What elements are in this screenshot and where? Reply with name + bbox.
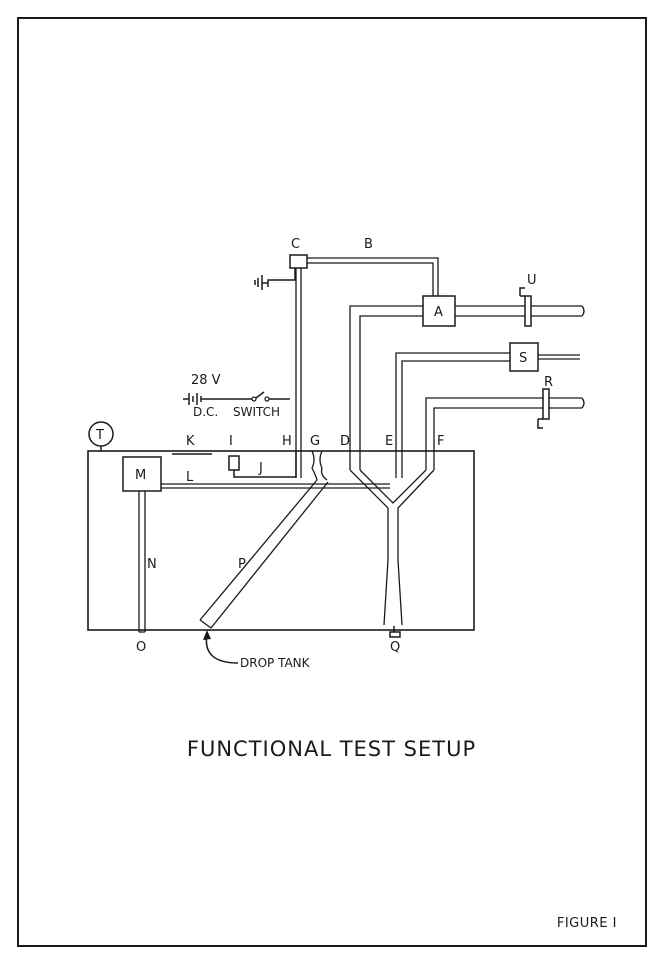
pipe-e — [395, 352, 510, 478]
drop-tank-leader — [205, 633, 239, 664]
label-c: C — [291, 237, 300, 252]
pipe-a-u — [455, 305, 582, 317]
label-i: I — [229, 434, 233, 449]
label-u: U — [527, 273, 537, 288]
ground-symbol — [254, 275, 263, 290]
figure-label: FIGURE I — [556, 916, 617, 931]
pipe-d — [349, 305, 423, 470]
line-l — [161, 483, 390, 489]
pipe-g — [311, 450, 328, 481]
drop-tank-outline — [87, 450, 475, 631]
label-s: S — [519, 351, 527, 366]
label-h: H — [282, 434, 292, 449]
label-e: E — [385, 434, 393, 449]
label-l: L — [186, 470, 194, 485]
label-t: T — [95, 428, 104, 443]
component-c — [289, 254, 308, 269]
label-q: Q — [390, 640, 400, 655]
pipe-s-out — [538, 354, 580, 360]
component-a — [422, 295, 456, 327]
float-switch-i — [228, 455, 240, 471]
label-n: N — [147, 557, 157, 572]
label-m: M — [135, 468, 146, 483]
c-ground-wire — [267, 268, 296, 287]
switch-blade — [255, 391, 265, 399]
component-s — [509, 342, 539, 372]
switch-contact-right — [264, 396, 270, 402]
wire-b — [307, 257, 439, 296]
wire-j — [233, 451, 297, 478]
pipe-p — [199, 479, 329, 629]
switch-contact-left — [251, 396, 257, 402]
drop-tank-label: DROP TANK — [240, 656, 311, 670]
page-border — [17, 17, 647, 947]
label-k: K — [186, 434, 195, 449]
label-d: D — [340, 434, 350, 449]
y-junction — [349, 469, 435, 626]
tube-n — [138, 491, 146, 632]
voltage-label: 28 V — [191, 373, 221, 388]
diagram-title: FUNCTIONAL TEST SETUP — [186, 737, 477, 761]
valve-r — [542, 388, 550, 420]
pipe-a-u-end — [581, 305, 585, 317]
battery-symbol — [183, 393, 252, 405]
dc-label: D.C. — [193, 405, 218, 419]
label-b: B — [364, 237, 373, 252]
label-r: R — [544, 375, 553, 390]
drop-tank-arrow — [203, 630, 211, 640]
drain-q — [389, 626, 401, 638]
valve-r-handle — [537, 418, 543, 429]
pipe-f — [425, 397, 582, 470]
label-f: F — [437, 434, 444, 449]
label-o: O — [136, 640, 146, 655]
label-a: A — [434, 305, 443, 320]
pipe-f-end — [581, 397, 585, 409]
valve-u-handle — [519, 287, 525, 297]
label-p: P — [238, 557, 246, 572]
valve-u — [524, 295, 532, 327]
switch-label: SWITCH — [233, 405, 280, 419]
label-g: G — [310, 434, 320, 449]
label-j: J — [258, 461, 263, 476]
pump-m — [122, 456, 162, 492]
pipe-p-end — [199, 619, 212, 629]
wire-h — [295, 268, 302, 478]
